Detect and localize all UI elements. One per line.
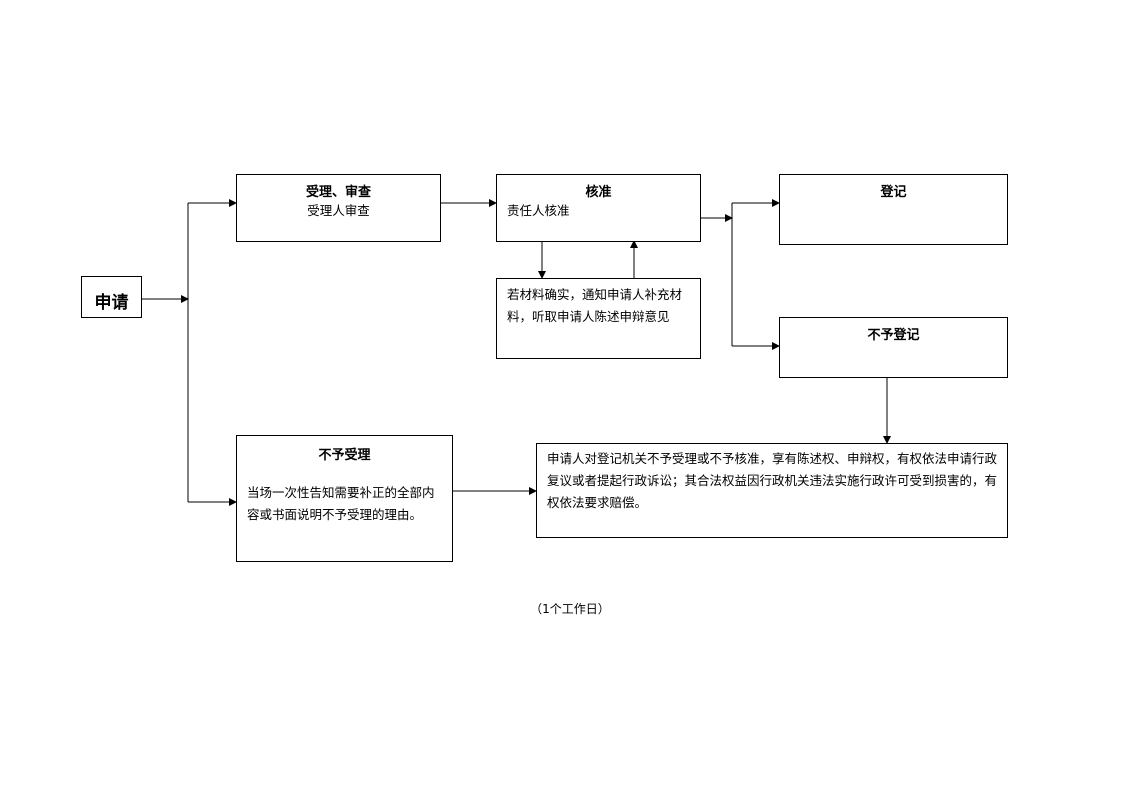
apply-label: 申请 <box>94 293 129 313</box>
apply-node: 申请 <box>81 276 142 318</box>
not-accept-node: 不予受理 当场一次性告知需要补正的全部内容或书面说明不予受理的理由。 <box>236 435 453 562</box>
supplement-node: 若材料确实，通知申请人补充材料，听取申请人陈述申辩意见 <box>496 278 701 359</box>
not-accept-title: 不予受理 <box>318 448 371 463</box>
rights-node: 申请人对登记机关不予受理或不予核准，享有陈述权、申辩权，有权依法申请行政复议或者… <box>536 443 1008 538</box>
not-register-node: 不予登记 <box>779 317 1008 378</box>
approve-title: 核准 <box>585 185 612 200</box>
approve-node: 核准 责任人核准 <box>496 174 701 242</box>
accept-review-title: 受理、审查 <box>305 185 371 200</box>
not-register-title: 不予登记 <box>867 328 920 343</box>
register-node: 登记 <box>779 174 1008 245</box>
register-title: 登记 <box>880 185 907 200</box>
not-accept-text: 当场一次性告知需要补正的全部内容或书面说明不予受理的理由。 <box>247 485 435 522</box>
rights-text: 申请人对登记机关不予受理或不予核准，享有陈述权、申辩权，有权依法申请行政复议或者… <box>547 451 998 510</box>
accept-review-node: 受理、审查 受理人审查 <box>236 174 441 242</box>
approve-text: 责任人核准 <box>507 203 570 218</box>
supplement-text: 若材料确实，通知申请人补充材料，听取申请人陈述申辩意见 <box>507 287 683 324</box>
accept-review-text: 受理人审查 <box>307 203 370 218</box>
duration-note: （1个工作日） <box>530 602 610 616</box>
